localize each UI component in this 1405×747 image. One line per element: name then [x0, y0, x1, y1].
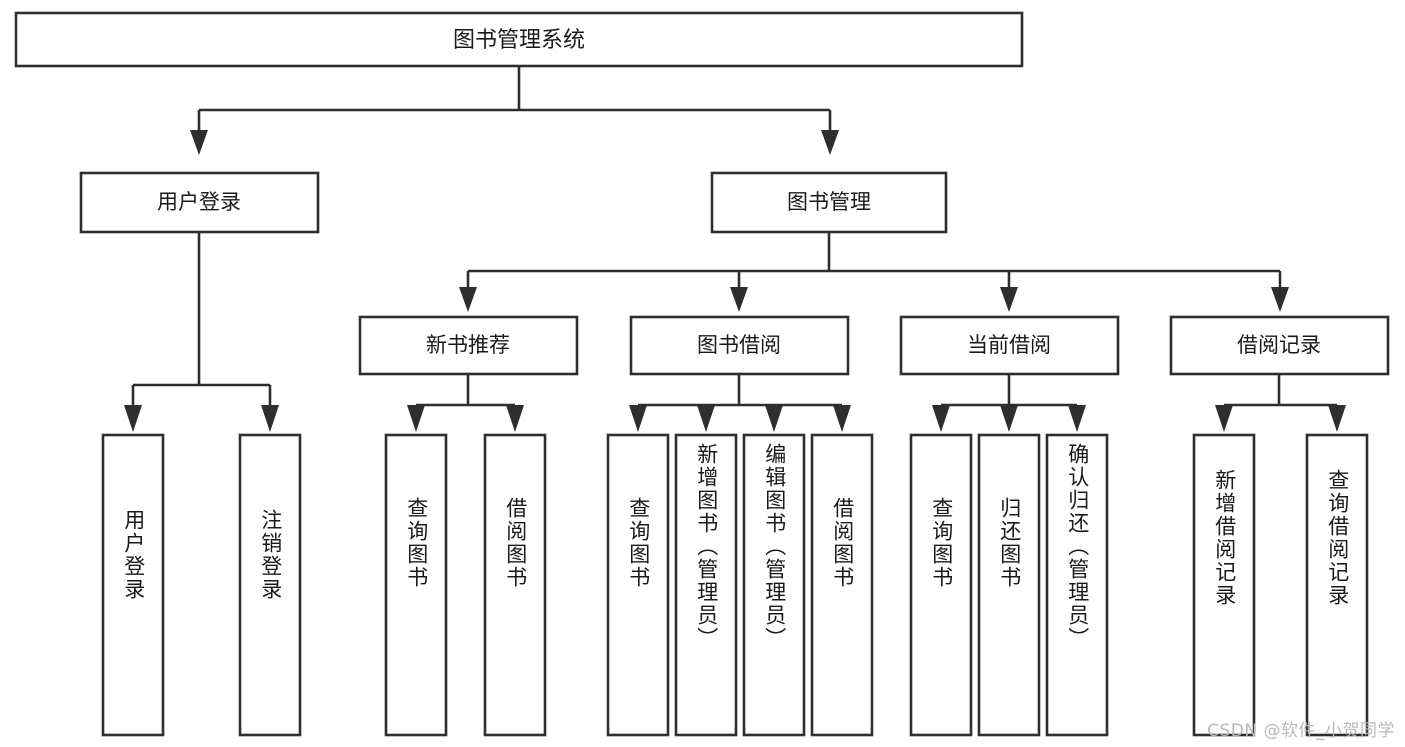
leaf-box-user-login-1[interactable]	[101, 433, 165, 737]
node-user-login[interactable]: 用户登录	[79, 171, 320, 234]
arrow-root-to-bookmgmt	[821, 130, 839, 155]
leaf-box-book-borrow-2[interactable]	[674, 433, 738, 737]
arrow-currentborrow-to-leaf2	[1000, 405, 1018, 432]
leaf-box-new-book-2[interactable]	[483, 433, 547, 737]
leaf-box-book-borrow-1[interactable]	[606, 433, 670, 737]
node-root-box	[14, 11, 1024, 68]
leaf-box-current-borrow-1[interactable]	[909, 433, 973, 737]
leaf-box-new-book-1[interactable]	[384, 433, 448, 737]
leaf-box-book-borrow-3[interactable]	[742, 433, 806, 737]
arrow-bookborrow-to-leaf4	[833, 405, 851, 432]
arrow-currentborrow-to-leaf3	[1068, 405, 1086, 432]
arrow-newbook-to-leaf1	[407, 405, 425, 432]
arrow-newbook-to-leaf2	[506, 405, 524, 432]
arrow-bookborrow-to-leaf3	[765, 405, 783, 432]
arrow-currentborrow-to-leaf1	[932, 405, 950, 432]
arrow-bookmgmt-to-l3-1	[459, 287, 477, 312]
leaf-box-borrow-record-1[interactable]	[1192, 433, 1256, 737]
node-new-book-recommend-label: 新书推荐	[426, 333, 510, 357]
arrow-bookmgmt-to-l3-3	[1000, 287, 1018, 312]
leaf-box-book-borrow-4[interactable]	[810, 433, 874, 737]
node-book-borrow-box	[629, 315, 850, 376]
node-current-borrow[interactable]: 当前借阅	[899, 315, 1120, 376]
leaf-box-borrow-record-2[interactable]	[1305, 433, 1369, 737]
arrow-root-to-login	[190, 130, 208, 155]
node-book-management-label: 图书管理	[787, 190, 871, 214]
node-user-login-label: 用户登录	[157, 190, 241, 214]
node-book-borrow-label: 图书借阅	[697, 333, 781, 357]
csdn-watermark: CSDN @软件_小贺同学	[1207, 721, 1395, 741]
arrow-bookmgmt-to-l3-4	[1271, 287, 1289, 312]
node-book-borrow[interactable]: 图书借阅	[629, 315, 850, 376]
arrow-bookmgmt-to-l3-2	[730, 287, 748, 312]
leaf-box-current-borrow-2[interactable]	[977, 433, 1041, 737]
node-borrow-record-box	[1169, 315, 1390, 376]
node-book-management-box	[710, 171, 948, 234]
arrow-bookborrow-to-leaf1	[629, 405, 647, 432]
node-borrow-record[interactable]: 借阅记录	[1169, 315, 1390, 376]
node-current-borrow-box	[899, 315, 1120, 376]
arrow-borrowrecord-to-leaf2	[1328, 405, 1346, 432]
node-new-book-recommend[interactable]: 新书推荐	[358, 315, 579, 376]
node-book-management[interactable]: 图书管理	[710, 171, 948, 234]
node-borrow-record-label: 借阅记录	[1237, 333, 1321, 357]
arrow-login-to-leaf1	[124, 405, 142, 432]
node-root-system[interactable]: 图书管理系统	[14, 11, 1024, 68]
arrow-login-to-leaf2	[261, 405, 279, 432]
leaf-box-current-borrow-3[interactable]	[1045, 433, 1109, 737]
arrow-borrowrecord-to-leaf1	[1215, 405, 1233, 432]
arrow-bookborrow-to-leaf2	[697, 405, 715, 432]
leaf-box-user-login-2[interactable]	[238, 433, 302, 737]
node-new-book-recommend-box	[358, 315, 579, 376]
node-current-borrow-label: 当前借阅	[967, 333, 1051, 357]
node-root-label: 图书管理系统	[453, 28, 585, 53]
